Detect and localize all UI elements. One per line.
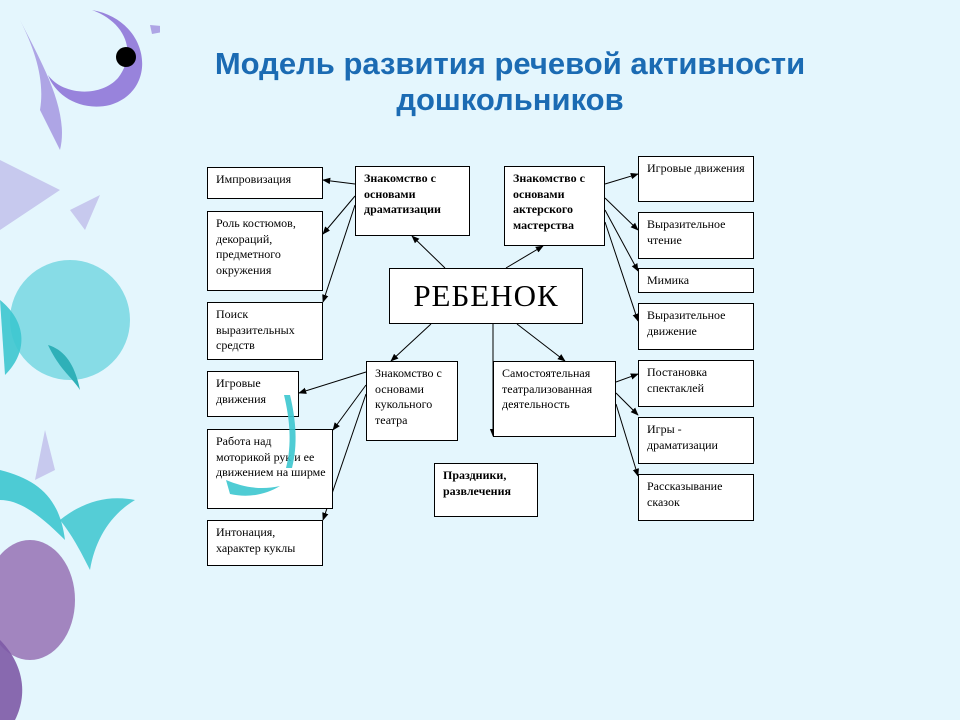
leaf-mimicry: Мимика bbox=[638, 268, 754, 293]
leaf-intonation: Интонация, характер куклы bbox=[207, 520, 323, 566]
leaf-improvisation: Импровизация bbox=[207, 167, 323, 199]
branch-dramatization: Знакомство с основами драматизации bbox=[355, 166, 470, 236]
title-line-2: дошкольников bbox=[396, 82, 624, 117]
leaf-game-moves-left: Игровые движения bbox=[207, 371, 299, 417]
center-node-child: РЕБЕНОК bbox=[389, 268, 583, 324]
bullet bbox=[116, 47, 136, 67]
leaf-search-expressive: Поиск выразительных средств bbox=[207, 302, 323, 360]
branch-acting: Знакомство с основами актерского мастерс… bbox=[504, 166, 605, 246]
branch-holidays: Праздники, развлечения bbox=[434, 463, 538, 517]
decorative-ribbons bbox=[0, 10, 160, 720]
leaf-tale-telling: Рассказывание сказок bbox=[638, 474, 754, 521]
leaf-expressive-reading: Выразительное чтение bbox=[638, 212, 754, 259]
branch-puppet-theatre: Знакомство с основами кукольного театра bbox=[366, 361, 458, 441]
leaf-dramatization-games: Игры - драматизации bbox=[638, 417, 754, 464]
branch-independent-activity: Самостоятельная театрализованная деятель… bbox=[493, 361, 616, 437]
leaf-game-moves-right: Игровые движения bbox=[638, 156, 754, 202]
title-line-1: Модель развития речевой активности bbox=[214, 46, 806, 81]
leaf-staging: Постановка спектаклей bbox=[638, 360, 754, 407]
leaf-expressive-movement: Выразительное движение bbox=[638, 303, 754, 350]
leaf-motor-work: Работа над моторикой рук и ее движением … bbox=[207, 429, 333, 509]
leaf-costumes-role: Роль костюмов, декораций, предметного ок… bbox=[207, 211, 323, 291]
